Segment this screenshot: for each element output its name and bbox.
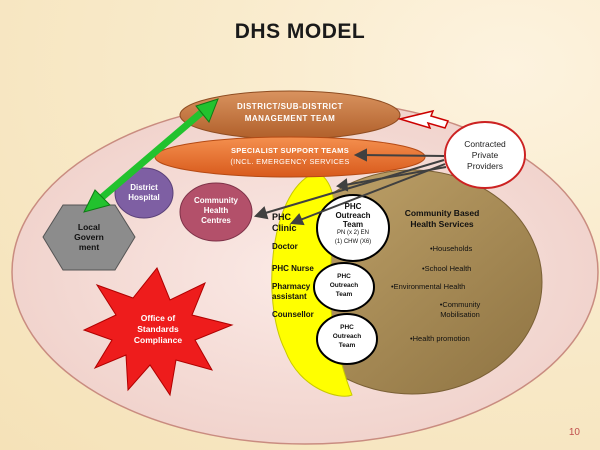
community-item-mobilisation-line-2: Mobilisation: [440, 310, 480, 319]
phc-clinic-label: PHC Clinic: [272, 212, 312, 234]
community-services-heading: Community Based Health Services: [392, 208, 492, 230]
clinic-staff-pharmacy-line-2: assistant: [272, 292, 307, 301]
community-item-school: •School Health: [422, 264, 472, 273]
clinic-staff-pharmacy-line-1: Pharmacy: [272, 282, 311, 291]
district-hospital-label: District Hospital: [115, 183, 173, 203]
outreach-main-label: PHC Outreach Team PN (x 2) EN (1) CHW (X…: [320, 202, 386, 247]
clinic-staff-doctor: Doctor: [272, 242, 298, 251]
district-hospital-line-2: Hospital: [128, 193, 160, 202]
district-hospital-line-1: District: [130, 183, 158, 192]
specialist-line-1: SPECIALIST SUPPORT TEAMS: [230, 146, 350, 155]
outreach-small-1-label: PHC Outreach Team: [318, 272, 370, 299]
standards-label: Office of Standards Compliance: [118, 313, 198, 346]
outreach-main-line-1: PHC: [344, 202, 362, 211]
contracted-line-2: Private: [471, 150, 499, 160]
specialist-ellipse: [154, 136, 426, 178]
outreach-small-circle-2: [316, 313, 378, 365]
community-centres-line-1: Community: [194, 196, 238, 205]
standards-line-2: Standards: [137, 324, 179, 334]
outreach-small-2-line-2: Outreach: [332, 333, 362, 340]
outreach-main-line-4: PN (x 2) EN: [336, 230, 369, 236]
specialist-label: SPECIALIST SUPPORT TEAMS (INCL. EMERGENC…: [200, 145, 380, 167]
community-centres-label: Community Health Centres: [181, 196, 251, 226]
community-item-households: •Households: [430, 244, 473, 253]
outreach-small-2-line-3: Team: [338, 342, 356, 349]
contracted-line-3: Providers: [467, 161, 503, 171]
slide-title: DHS MODEL: [234, 20, 366, 43]
community-item-environmental: •Environmental Health: [391, 282, 466, 291]
local-gov-line-2: Govern: [74, 232, 104, 242]
local-gov-line-3: ment: [78, 242, 100, 252]
contracted-line-1: Contracted: [464, 139, 506, 149]
phc-clinic-line-1: PHC: [272, 212, 292, 222]
management-line-1: DISTRICT/SUB-DISTRICT: [236, 102, 344, 111]
local-gov-line-1: Local: [77, 222, 101, 232]
contracted-providers-circle: [444, 121, 526, 189]
community-centres-line-3: Centres: [201, 216, 231, 225]
community-services-heading-1: Community Based: [404, 208, 480, 218]
clinic-staff-pharmacy: Pharmacy assistant: [272, 282, 310, 302]
standards-line-3: Compliance: [133, 335, 183, 345]
outreach-small-2-line-1: PHC: [340, 324, 354, 331]
outreach-small-2-label: PHC Outreach Team: [321, 323, 373, 350]
outreach-small-1-line-2: Outreach: [329, 282, 359, 289]
outreach-small-1-line-3: Team: [335, 291, 353, 298]
community-item-mobilisation: •Community Mobilisation: [430, 300, 490, 320]
outreach-main-line-2: Outreach: [335, 211, 371, 220]
standards-starburst: [82, 267, 234, 397]
community-item-mobilisation-line-1: •Community: [439, 300, 481, 309]
standards-line-1: Office of: [140, 313, 176, 323]
outreach-small-circle-1: [313, 262, 375, 312]
green-double-arrow: [83, 98, 219, 213]
contracted-label: Contracted Private Providers: [450, 139, 520, 172]
district-hospital-circle: [114, 167, 174, 219]
community-centres-circle: [179, 182, 253, 242]
clinic-staff-nurse: PHC Nurse: [272, 264, 314, 273]
phc-clinic-line-2: Clinic: [272, 223, 297, 233]
red-hollow-arrow: [397, 109, 450, 130]
community-centres-line-2: Health: [203, 206, 229, 215]
page-number: 10: [568, 427, 580, 438]
community-item-promotion: •Health promotion: [410, 334, 470, 343]
management-line-2: MANAGEMENT TEAM: [244, 114, 336, 123]
outreach-main-line-5: (1) CHW (X6): [334, 239, 372, 245]
community-services-heading-2: Health Services: [410, 219, 474, 229]
connector-arrows: [253, 148, 447, 226]
outreach-small-1-line-1: PHC: [337, 273, 351, 280]
outreach-main-circle: [316, 194, 390, 262]
local-gov-label: Local Govern ment: [55, 222, 123, 252]
specialist-line-2: (INCL. EMERGENCY SERVICES: [230, 157, 350, 166]
outreach-main-line-3: Team: [342, 220, 364, 229]
local-gov-hexagon: [42, 204, 136, 271]
clinic-staff-counsellor: Counsellor: [272, 310, 314, 319]
management-label: DISTRICT/SUB-DISTRICT MANAGEMENT TEAM: [200, 101, 380, 125]
